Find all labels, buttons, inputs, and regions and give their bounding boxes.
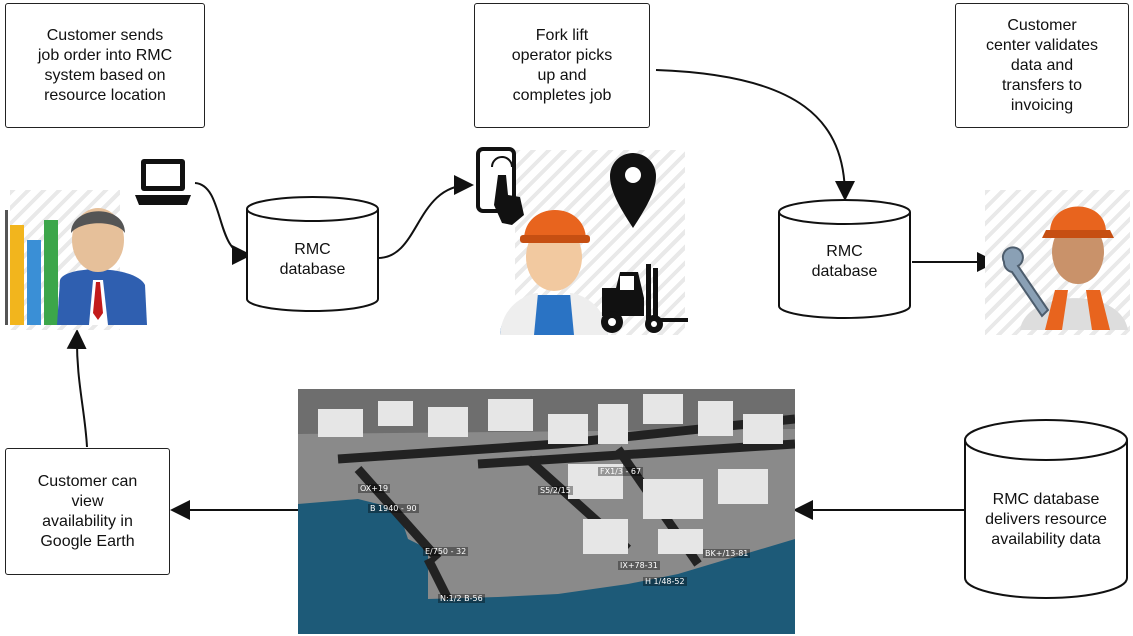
map-pin-label[interactable]: IX+78-31 xyxy=(618,561,660,570)
map-pin-label[interactable]: BK+/13-81 xyxy=(703,549,751,558)
arrow-customer-view-to-manager xyxy=(66,329,88,448)
map-pin-label[interactable]: N:1/2 B-56 xyxy=(438,594,485,603)
forklift-icon xyxy=(601,264,688,333)
wrench-icon xyxy=(1001,246,1050,318)
rmc-database-2: RMC database xyxy=(777,198,912,322)
customer-view-box: Customer can view availability in Google… xyxy=(5,448,170,575)
rmc-database-1: RMC database xyxy=(245,195,380,315)
customer-sends-box: Customer sends job order into RMC system… xyxy=(5,3,205,128)
rmc-database-1-label: RMC database xyxy=(279,241,346,278)
arrow-laptop-to-db1 xyxy=(194,182,252,265)
rmc-database-2-label: RMC database xyxy=(811,243,878,280)
mechanic-person-icon xyxy=(1001,206,1128,330)
map-pin-label[interactable]: E/750 - 32 xyxy=(423,547,469,556)
forklift-operator-box: Fork lift operator picks up and complete… xyxy=(474,3,650,128)
tablet-touch-icon xyxy=(476,147,524,225)
map-pin-label[interactable]: S5/2/15 xyxy=(538,486,573,495)
cylinder-shape xyxy=(778,199,911,319)
map-pin-label[interactable]: H 1/48-52 xyxy=(643,577,687,586)
customer-center-box: Customer center validates data and trans… xyxy=(955,3,1129,128)
rmc-delivers-database: RMC database delivers resource availabil… xyxy=(963,418,1129,600)
google-earth-map xyxy=(298,389,795,634)
map-pin-label[interactable]: B 1940 - 90 xyxy=(368,504,419,513)
cylinder-shape xyxy=(246,196,379,312)
arrow-forklift-to-db2 xyxy=(655,69,855,201)
map-pin-icon xyxy=(610,153,656,228)
worker-person-icon xyxy=(500,210,608,335)
map-pin-label[interactable]: FX1/3 - 67 xyxy=(598,467,644,476)
rmc-delivers-label: RMC database delivers resource availabil… xyxy=(985,491,1107,548)
manager-person-icon xyxy=(5,208,147,325)
map-pin-label[interactable]: OX+19 xyxy=(358,484,391,493)
cylinder-shape xyxy=(964,419,1128,599)
map-label-layer: OX+19 B 1940 - 90 E/750 - 32 S5/2/15 FX1… xyxy=(298,389,795,634)
laptop-icon xyxy=(135,159,191,205)
arrow-db1-to-tablet xyxy=(377,175,474,259)
